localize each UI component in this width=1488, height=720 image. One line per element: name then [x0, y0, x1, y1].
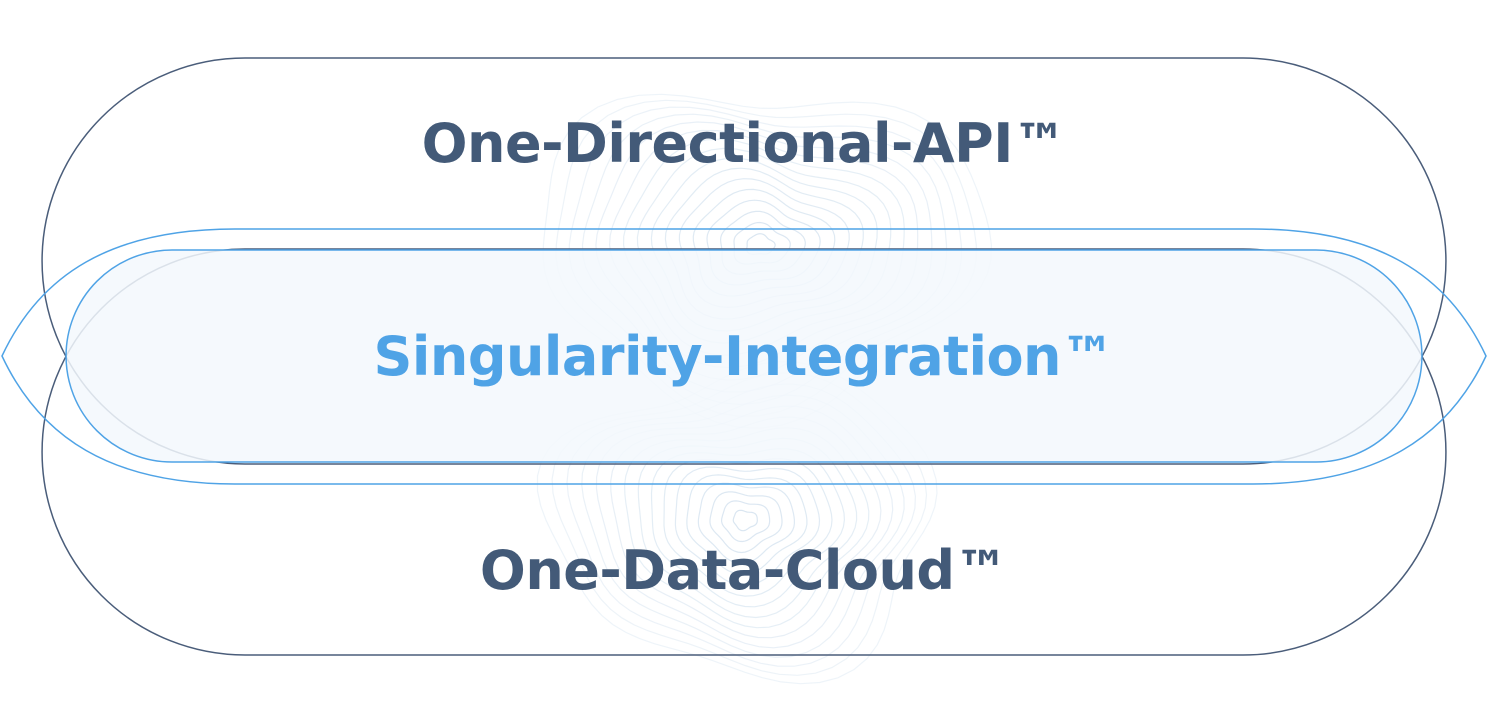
- top-layer-label: One-Directional-API™: [421, 112, 1067, 175]
- middle-layer-lens-outline: [1, 228, 1487, 485]
- contour-line: [697, 482, 795, 565]
- contour-line: [732, 509, 758, 532]
- contour-line: [709, 491, 783, 554]
- bottom-layer-label: One-Data-Cloud™: [479, 539, 1009, 602]
- contour-line: [686, 474, 808, 575]
- top-layer-outline: [41, 57, 1447, 465]
- middle-layer-shape: [65, 249, 1423, 463]
- middle-layer-label: Singularity-Integration™: [373, 325, 1115, 388]
- contour-line: [721, 500, 771, 543]
- contour-line: [674, 466, 821, 586]
